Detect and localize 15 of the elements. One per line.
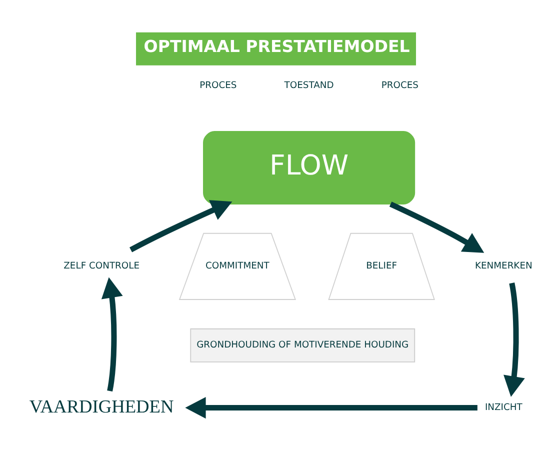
label: TOESTAND	[284, 79, 334, 90]
diagram-title: OPTIMAAL PRESTATIEMODEL	[144, 36, 410, 56]
arrow	[185, 396, 478, 418]
arrow	[389, 201, 484, 252]
node-box: GRONDHOUDING OF MOTIVERENDE HOUDING	[190, 328, 416, 362]
node-text: KENMERKEN	[475, 260, 532, 272]
label: PROCES	[200, 79, 237, 90]
arrow	[504, 282, 525, 396]
node-box: FLOW	[203, 130, 416, 204]
node-text: VAARDIGHEDEN	[29, 396, 174, 416]
arrow	[101, 276, 123, 391]
label: PROCES	[381, 79, 418, 90]
node-text: ZELF CONTROLE	[64, 260, 140, 272]
arrow	[130, 200, 232, 252]
node-text: INZICHT	[484, 402, 522, 413]
